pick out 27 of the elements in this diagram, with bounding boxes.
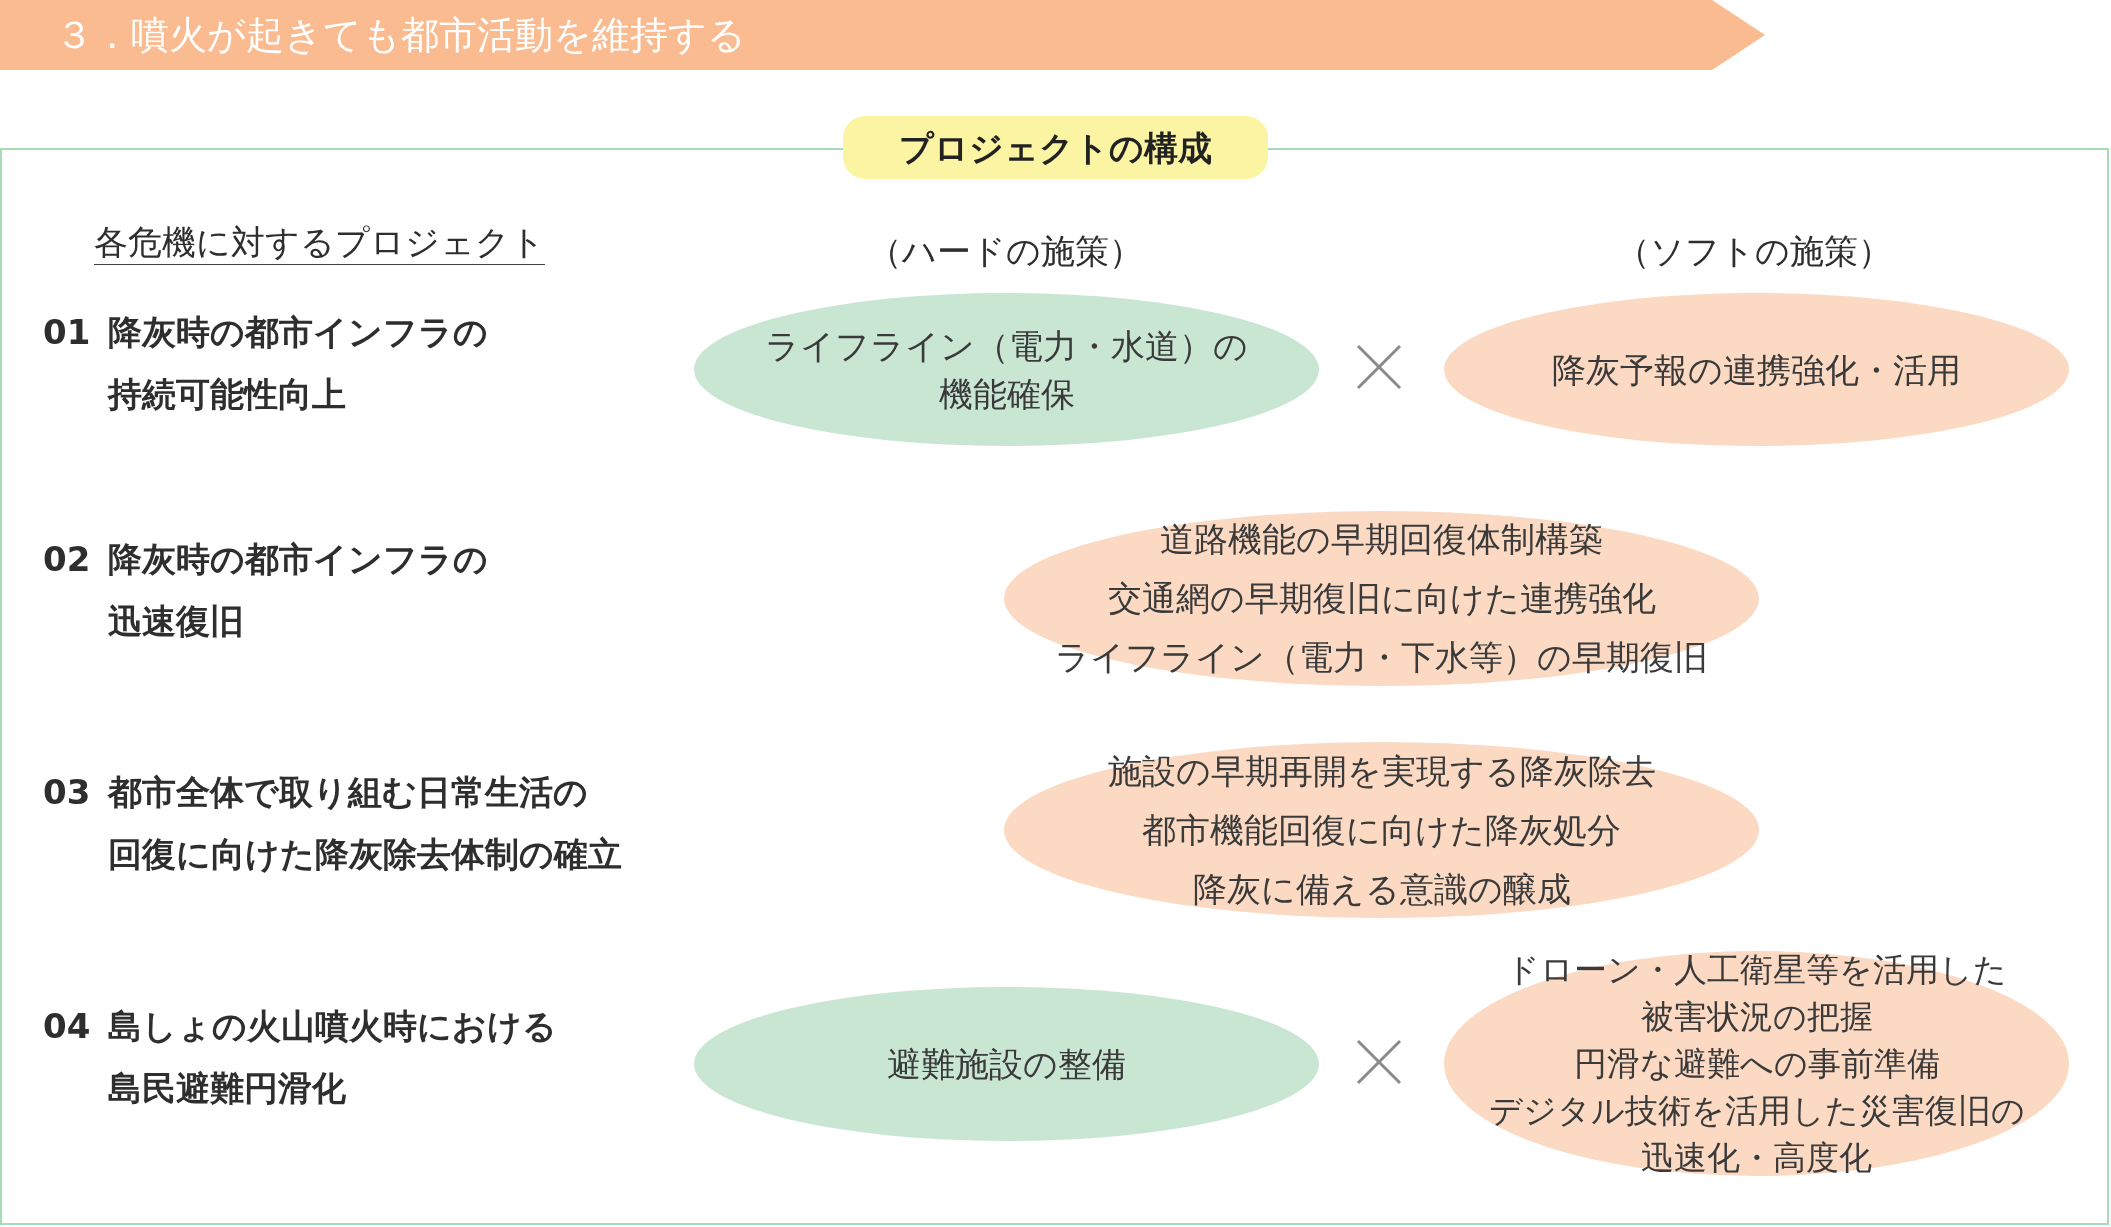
banner-title: ３．噴火が起きても都市活動を維持する xyxy=(55,12,746,58)
measure-text: 交通網の早期復旧に向けた連携強化 xyxy=(1107,577,1656,620)
project-title: 都市全体で取り組む日常生活の回復に向けた降灰除去体制の確立 xyxy=(108,771,622,876)
measure-text: デジタル技術を活用した災害復旧の迅速化・高度化 xyxy=(1488,1090,2025,1179)
project-title: 島しょの火山噴火時における島民避難円滑化 xyxy=(108,1005,557,1110)
project-number: 04 xyxy=(43,1005,91,1048)
measure-text: ドローン・人工衛星等を活用した被害状況の把握 xyxy=(1506,949,2007,1038)
measure-text: 施設の早期再開を実現する降灰除去 xyxy=(1107,749,1656,793)
project-number: 03 xyxy=(43,771,91,814)
measure-text: 道路機能の早期回復体制構築 xyxy=(1160,518,1603,561)
measure-text: 降灰に備える意識の醸成 xyxy=(1192,867,1571,911)
heading-pill xyxy=(843,116,1268,179)
measure-text: 避難施設の整備 xyxy=(887,1043,1126,1086)
column-heading: （ソフトの施策） xyxy=(1616,230,1892,273)
project-title: 降灰時の都市インフラの持続可能性向上 xyxy=(108,311,488,416)
project-title: 降灰時の都市インフラの迅速復旧 xyxy=(108,538,488,643)
title-banner xyxy=(0,0,1765,70)
column-heading: （ハードの施策） xyxy=(867,230,1143,273)
column-heading: 各危機に対するプロジェクト xyxy=(94,220,545,265)
measure-text: ライフライン（電力・水道）の機能確保 xyxy=(765,324,1248,416)
measure-text: ライフライン（電力・下水等）の早期復旧 xyxy=(1055,636,1708,679)
panel-heading: プロジェクトの構成 xyxy=(899,126,1212,170)
measure-text: 降灰予報の連携強化・活用 xyxy=(1552,348,1961,392)
project-number: 01 xyxy=(43,311,91,354)
measure-text: 都市機能回復に向けた降灰処分 xyxy=(1142,808,1621,852)
measure-text: 円滑な避難への事前準備 xyxy=(1573,1043,1940,1085)
project-number: 02 xyxy=(43,538,91,581)
